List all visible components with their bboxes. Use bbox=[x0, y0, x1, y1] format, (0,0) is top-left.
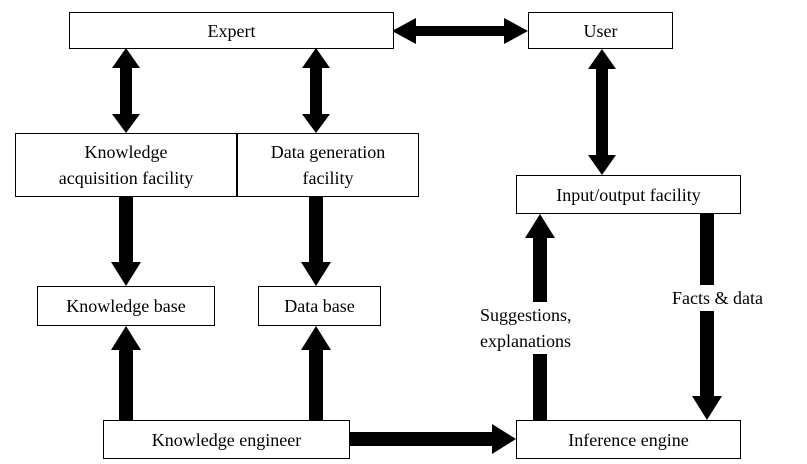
label-facts-and-data: Facts & data bbox=[670, 285, 765, 311]
arrow-expert-user bbox=[392, 18, 528, 44]
label-suggestions-explanations: Suggestions, explanations bbox=[478, 302, 574, 354]
arrow-engineer-to-knowledge-base bbox=[111, 326, 141, 420]
arrow-expert-knowledge-acquisition bbox=[112, 48, 140, 133]
node-data-generation-facility: Data generation facility bbox=[237, 133, 419, 197]
arrow-knowledge-acquisition-to-base bbox=[111, 197, 141, 286]
arrow-io-to-inference bbox=[692, 214, 722, 420]
node-inference-engine: Inference engine bbox=[516, 420, 741, 459]
arrow-engineer-to-inference bbox=[350, 424, 516, 454]
arrow-user-io-facility bbox=[588, 49, 616, 175]
arrow-engineer-to-data-base bbox=[301, 326, 331, 420]
node-knowledge-engineer: Knowledge engineer bbox=[103, 420, 350, 459]
node-user: User bbox=[528, 12, 673, 49]
node-expert: Expert bbox=[69, 12, 394, 49]
node-knowledge-base: Knowledge base bbox=[37, 286, 215, 326]
node-knowledge-acquisition-facility: Knowledge acquisition facility bbox=[15, 133, 237, 197]
node-data-base: Data base bbox=[258, 286, 381, 326]
node-input-output-facility: Input/output facility bbox=[516, 175, 741, 214]
arrow-expert-data-generation bbox=[302, 48, 330, 133]
arrow-data-generation-to-base bbox=[301, 197, 331, 286]
